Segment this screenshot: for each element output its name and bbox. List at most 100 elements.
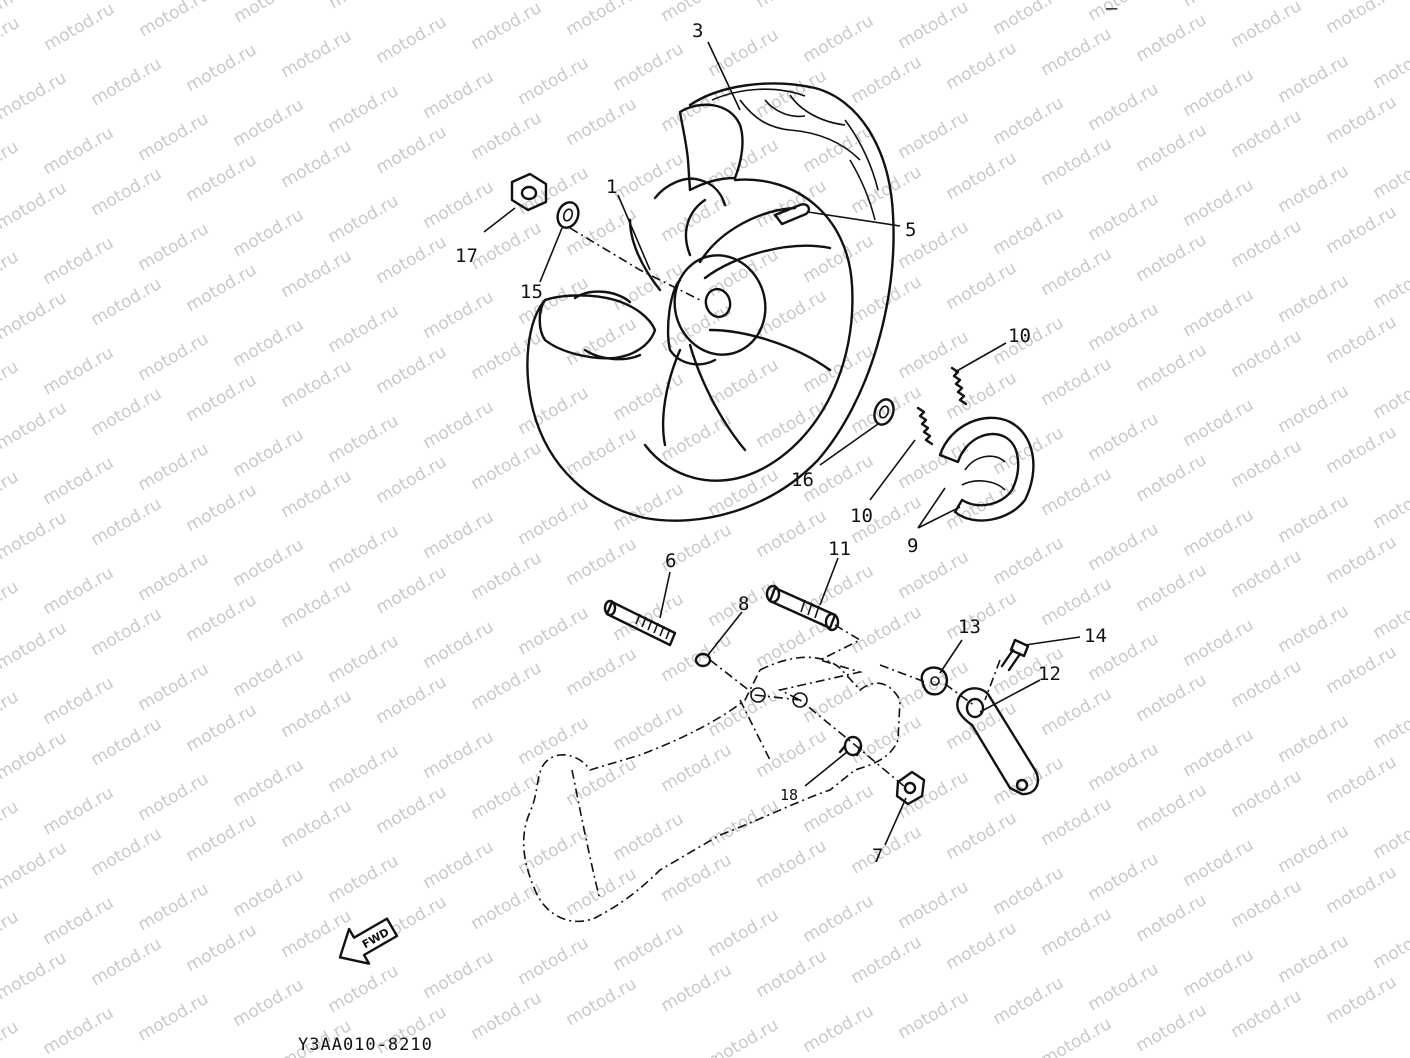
watermark-text: motod.ru — [468, 218, 546, 274]
watermark-text: motod.ru — [1228, 656, 1306, 712]
watermark-text: motod.ru — [515, 383, 593, 439]
pivot-centerline — [879, 659, 1001, 707]
watermark-text: motod.ru — [325, 521, 403, 577]
watermark-text: motod.ru — [373, 232, 451, 288]
watermark-text: motod.ru — [183, 920, 261, 976]
watermark-text: motod.ru — [135, 109, 213, 165]
watermark-text: motod.ru — [1228, 326, 1306, 382]
watermark-text: motod.ru — [610, 699, 688, 755]
watermark-text: motod.ru — [420, 177, 498, 233]
seal-16 — [873, 398, 895, 426]
watermark-text: motod.ru — [135, 879, 213, 935]
watermark-text: motod.ru — [563, 314, 641, 370]
watermark-text: motod.ru — [373, 452, 451, 508]
corner-mark: – — [1106, 0, 1118, 19]
axle-centerline — [569, 227, 701, 301]
watermark-text: motod.ru — [1085, 0, 1163, 25]
wheel-assembly — [526, 82, 895, 522]
callout-9: 9 — [907, 535, 918, 557]
watermark-text: motod.ru — [373, 672, 451, 728]
cam-lever-12 — [956, 687, 1040, 796]
watermark-text: motod.ru — [943, 148, 1021, 204]
watermark-text: motod.ru — [88, 494, 166, 550]
watermark-text: motod.ru — [0, 948, 70, 1004]
watermark-text: motod.ru — [705, 685, 783, 741]
watermark-text: motod.ru — [40, 123, 118, 179]
watermark-text: motod.ru — [1323, 972, 1401, 1028]
watermark-text: motod.ru — [325, 961, 403, 1017]
watermark-text: motod.ru — [800, 561, 878, 617]
watermark-text: motod.ru — [420, 67, 498, 123]
leader-lines — [483, 41, 1081, 846]
watermark-text: motod.ru — [1228, 876, 1306, 932]
watermark-text: motod.ru — [40, 783, 118, 839]
watermark-text: motod.ru — [0, 68, 70, 124]
watermark-text: motod.ru — [1133, 120, 1211, 176]
watermark-text: motod.ru — [1180, 835, 1258, 891]
watermark-text: motod.ru — [0, 13, 23, 69]
watermark-text: motod.ru — [278, 356, 356, 412]
watermark-text: motod.ru — [373, 122, 451, 178]
bolt-14 — [1000, 638, 1030, 672]
watermark-text: motod.ru — [0, 728, 70, 784]
watermark-text: motod.ru — [0, 137, 22, 193]
watermark-text: motod.ru — [373, 562, 451, 618]
watermark-text: motod.ru — [41, 0, 119, 55]
watermark-text: motod.ru — [88, 384, 166, 440]
watermark-text: motod.ru — [230, 425, 308, 481]
watermark-text: motod.ru — [325, 411, 403, 467]
callouts: 3 1 5 17 15 10 16 10 9 6 11 8 13 14 12 1… — [455, 20, 1107, 867]
watermark-text: motod.ru — [990, 0, 1068, 39]
watermark-text: motod.ru — [468, 108, 546, 164]
watermark-text: motod.ru — [1323, 642, 1401, 698]
watermark-text: motod.ru — [1085, 959, 1163, 1015]
watermark-text: motod.ru — [0, 357, 22, 413]
watermark-text: motod.ru — [135, 659, 213, 715]
watermark-text: motod.ru — [1275, 381, 1353, 437]
watermark-text: motod.ru — [563, 974, 641, 1030]
watermark-text: motod.ru — [1180, 175, 1258, 231]
watermark-text: motod.ru — [468, 548, 546, 604]
watermark-text: motod.ru — [658, 850, 736, 906]
watermark-text: motod.ru — [420, 727, 498, 783]
watermark-text: motod.ru — [610, 589, 688, 645]
boss-hole-1 — [750, 687, 766, 703]
watermark-text: motod.ru — [990, 93, 1068, 149]
watermark-text: motod.ru — [705, 905, 783, 961]
watermark-text: motod.ru — [1180, 505, 1258, 561]
watermark-text: motod.ru — [1133, 450, 1211, 506]
callout-7: 7 — [872, 845, 883, 867]
watermark-text: motod.ru — [1323, 862, 1401, 918]
watermark-text: motod.ru — [1133, 560, 1211, 616]
watermark-text: motod.ru — [1370, 807, 1410, 863]
boss-hole-2 — [792, 692, 808, 708]
watermark-text: motod.ru — [1133, 780, 1211, 836]
spring-10-lower — [916, 406, 934, 446]
watermark-text: motod.ru — [563, 204, 641, 260]
watermark-text: motod.ru — [0, 0, 70, 14]
watermark-text: motod.ru — [705, 1015, 783, 1058]
watermark-text: motod.ru — [88, 714, 166, 770]
callout-10-upper: 10 — [1008, 325, 1031, 347]
crankcase-outline — [522, 656, 901, 923]
watermark-text: motod.ru — [88, 604, 166, 660]
watermark-text: motod.ru — [135, 989, 213, 1045]
watermark-text: motod.ru — [0, 508, 70, 564]
watermark-text: motod.ru — [1038, 354, 1116, 410]
callout-6: 6 — [665, 550, 676, 572]
watermark-text: motod.ru — [943, 918, 1021, 974]
watermark-text: motod.ru — [135, 439, 213, 495]
watermark-text: motod.ru — [278, 796, 356, 852]
watermark-text: motod.ru — [1133, 340, 1211, 396]
watermark-text: motod.ru — [88, 274, 166, 330]
watermark-text: motod.ru — [895, 987, 973, 1043]
watermark-text: motod.ru — [800, 11, 878, 67]
watermark-text: motod.ru — [515, 53, 593, 109]
watermark-text: motod.ru — [753, 836, 831, 892]
watermark-text: motod.ru — [1370, 697, 1410, 753]
callout-14: 14 — [1084, 625, 1107, 647]
watermark-text: motod.ru — [1323, 202, 1401, 258]
watermark-text: motod.ru — [0, 178, 70, 234]
